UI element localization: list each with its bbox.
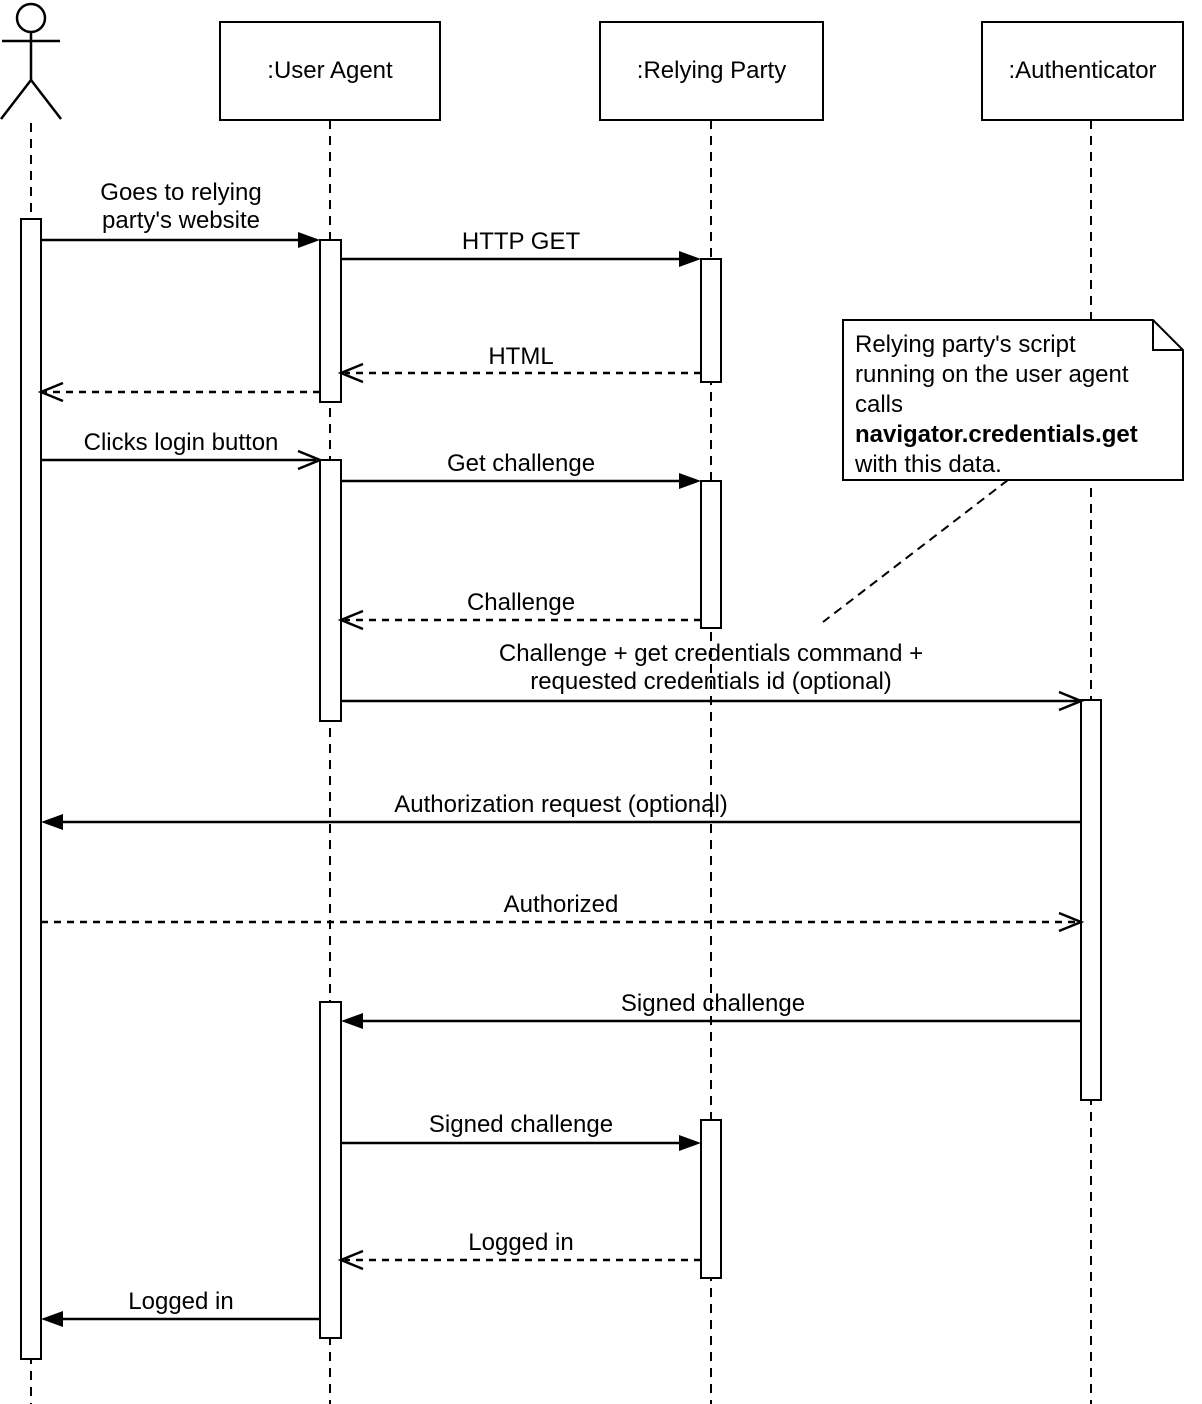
note-line-bold: navigator.credentials.get — [855, 421, 1138, 448]
authenticator-box — [981, 21, 1184, 121]
message-logged-in-return — [337, 1249, 701, 1271]
note-line: calls — [855, 391, 904, 418]
lifeline-label-user-agent: :User Agent — [267, 57, 393, 84]
activation-relying-party-1 — [700, 258, 722, 383]
message-authorized — [41, 911, 1085, 933]
message-label-html: HTML — [488, 343, 554, 370]
lifeline-label-authenticator: :Authenticator — [1008, 57, 1157, 84]
message-html-return — [337, 362, 701, 384]
message-label-signed-challenge-1: Signed challenge — [620, 990, 806, 1017]
activation-authenticator — [1080, 699, 1102, 1101]
message-label-logged-in-2: Logged in — [128, 1288, 234, 1315]
message-signed-challenge-to-rp — [341, 1135, 701, 1151]
activation-user-agent-2 — [319, 459, 342, 722]
message-label-clicks-login: Clicks login button — [83, 429, 279, 456]
message-authorization-request — [41, 814, 1081, 830]
note-line: with this data. — [855, 451, 1002, 478]
message-label-challenge-get-credentials: Challenge + get credentials command + re… — [498, 640, 924, 695]
lifeline-label-relying-party: :Relying Party — [636, 57, 787, 84]
activation-relying-party-2 — [700, 480, 722, 629]
activation-user-agent-1 — [319, 239, 342, 403]
relying-party-box — [599, 21, 824, 121]
note-line: Relying party's script — [855, 331, 1076, 358]
activation-relying-party-3 — [700, 1119, 722, 1279]
message-challenge-return — [337, 609, 701, 631]
message-get-challenge — [341, 473, 701, 489]
note-shape — [842, 319, 1184, 481]
message-logged-in-user — [41, 1311, 320, 1327]
activation-user-agent-3 — [319, 1001, 342, 1339]
note-line: running on the user agent — [855, 361, 1129, 388]
message-label-authorized: Authorized — [503, 891, 619, 918]
message-label-signed-challenge-2: Signed challenge — [428, 1111, 614, 1138]
user-agent-box — [219, 21, 441, 121]
message-return-to-user — [37, 381, 320, 403]
message-challenge-get-credentials — [341, 690, 1085, 712]
message-goes-to-website — [41, 232, 320, 248]
message-http-get — [341, 251, 701, 267]
message-label-authorization-request: Authorization request (optional) — [394, 791, 728, 818]
message-label-get-challenge: Get challenge — [446, 450, 596, 477]
actor-icon — [0, 2, 62, 120]
message-clicks-login — [41, 449, 324, 471]
message-label-logged-in-1: Logged in — [468, 1229, 574, 1256]
activation-user — [20, 218, 42, 1360]
message-label-challenge: Challenge — [466, 589, 576, 616]
note-connector — [822, 479, 1009, 623]
note: Relying party's script running on the us… — [843, 322, 1183, 480]
message-signed-challenge-to-ua — [341, 1013, 1081, 1029]
message-label-http-get: HTTP GET — [461, 228, 581, 255]
message-label-goes-to-website: Goes to relying party's website — [100, 179, 262, 234]
